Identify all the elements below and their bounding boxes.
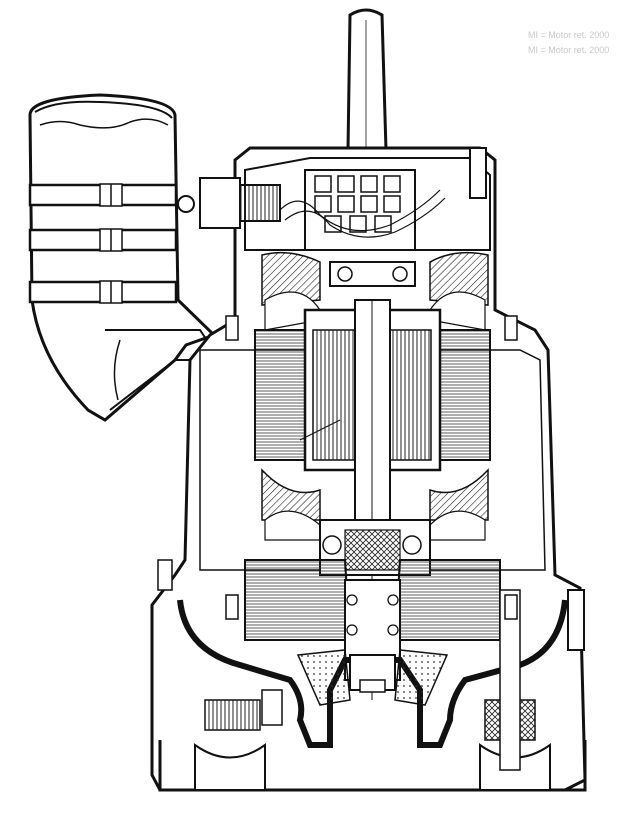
discharge-pipe	[28, 93, 222, 422]
rotor	[299, 299, 442, 700]
pump-base	[158, 589, 587, 792]
bleed-through-text-1: MI = Motor ret. 2000	[528, 30, 610, 40]
upper-winding-head	[261, 251, 489, 331]
bleed-through-text-2: MI = Motor ret. 2000	[528, 45, 610, 55]
inlet-grille-left	[204, 699, 261, 731]
impeller	[296, 649, 449, 706]
terminal-box	[177, 147, 491, 251]
power-cable	[346, 8, 388, 152]
lower-winding-head	[261, 468, 489, 541]
stator	[254, 329, 491, 461]
bolts	[157, 315, 518, 620]
